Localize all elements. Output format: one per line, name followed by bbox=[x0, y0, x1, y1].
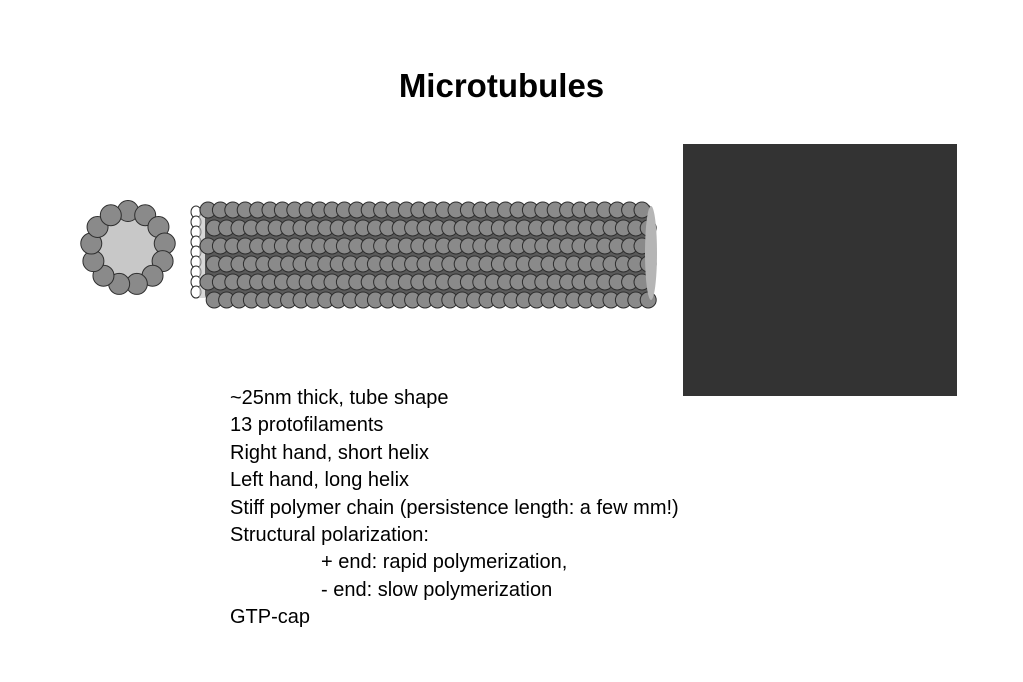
fact-line: ~25nm thick, tube shape bbox=[230, 387, 449, 409]
fact-line: Stiff polymer chain (persistence length:… bbox=[230, 496, 679, 519]
fact-line: Structural polarization: bbox=[230, 524, 429, 547]
fact-line: Right hand, short helix bbox=[230, 441, 430, 464]
tubulin-subunit bbox=[99, 204, 122, 227]
fact-list: ~25nm thick, tube shape 13 protofilament… bbox=[230, 385, 679, 632]
fact-subline: - end: slow polymerization bbox=[321, 578, 553, 601]
lumen bbox=[95, 215, 161, 281]
fact-line: Left hand, long helix bbox=[230, 469, 410, 492]
cross-section bbox=[80, 200, 176, 295]
tube-far-end bbox=[645, 206, 657, 300]
fact-subline: + end: rapid polymerization, bbox=[321, 551, 568, 574]
image-placeholder-panel bbox=[683, 144, 957, 396]
microtubule-illustration bbox=[80, 200, 657, 309]
slide-title: Microtubules bbox=[398, 67, 605, 104]
fact-line: 13 protofilaments bbox=[230, 414, 384, 437]
fact-line: GTP-cap bbox=[230, 606, 311, 629]
tube-side-view bbox=[199, 201, 657, 309]
